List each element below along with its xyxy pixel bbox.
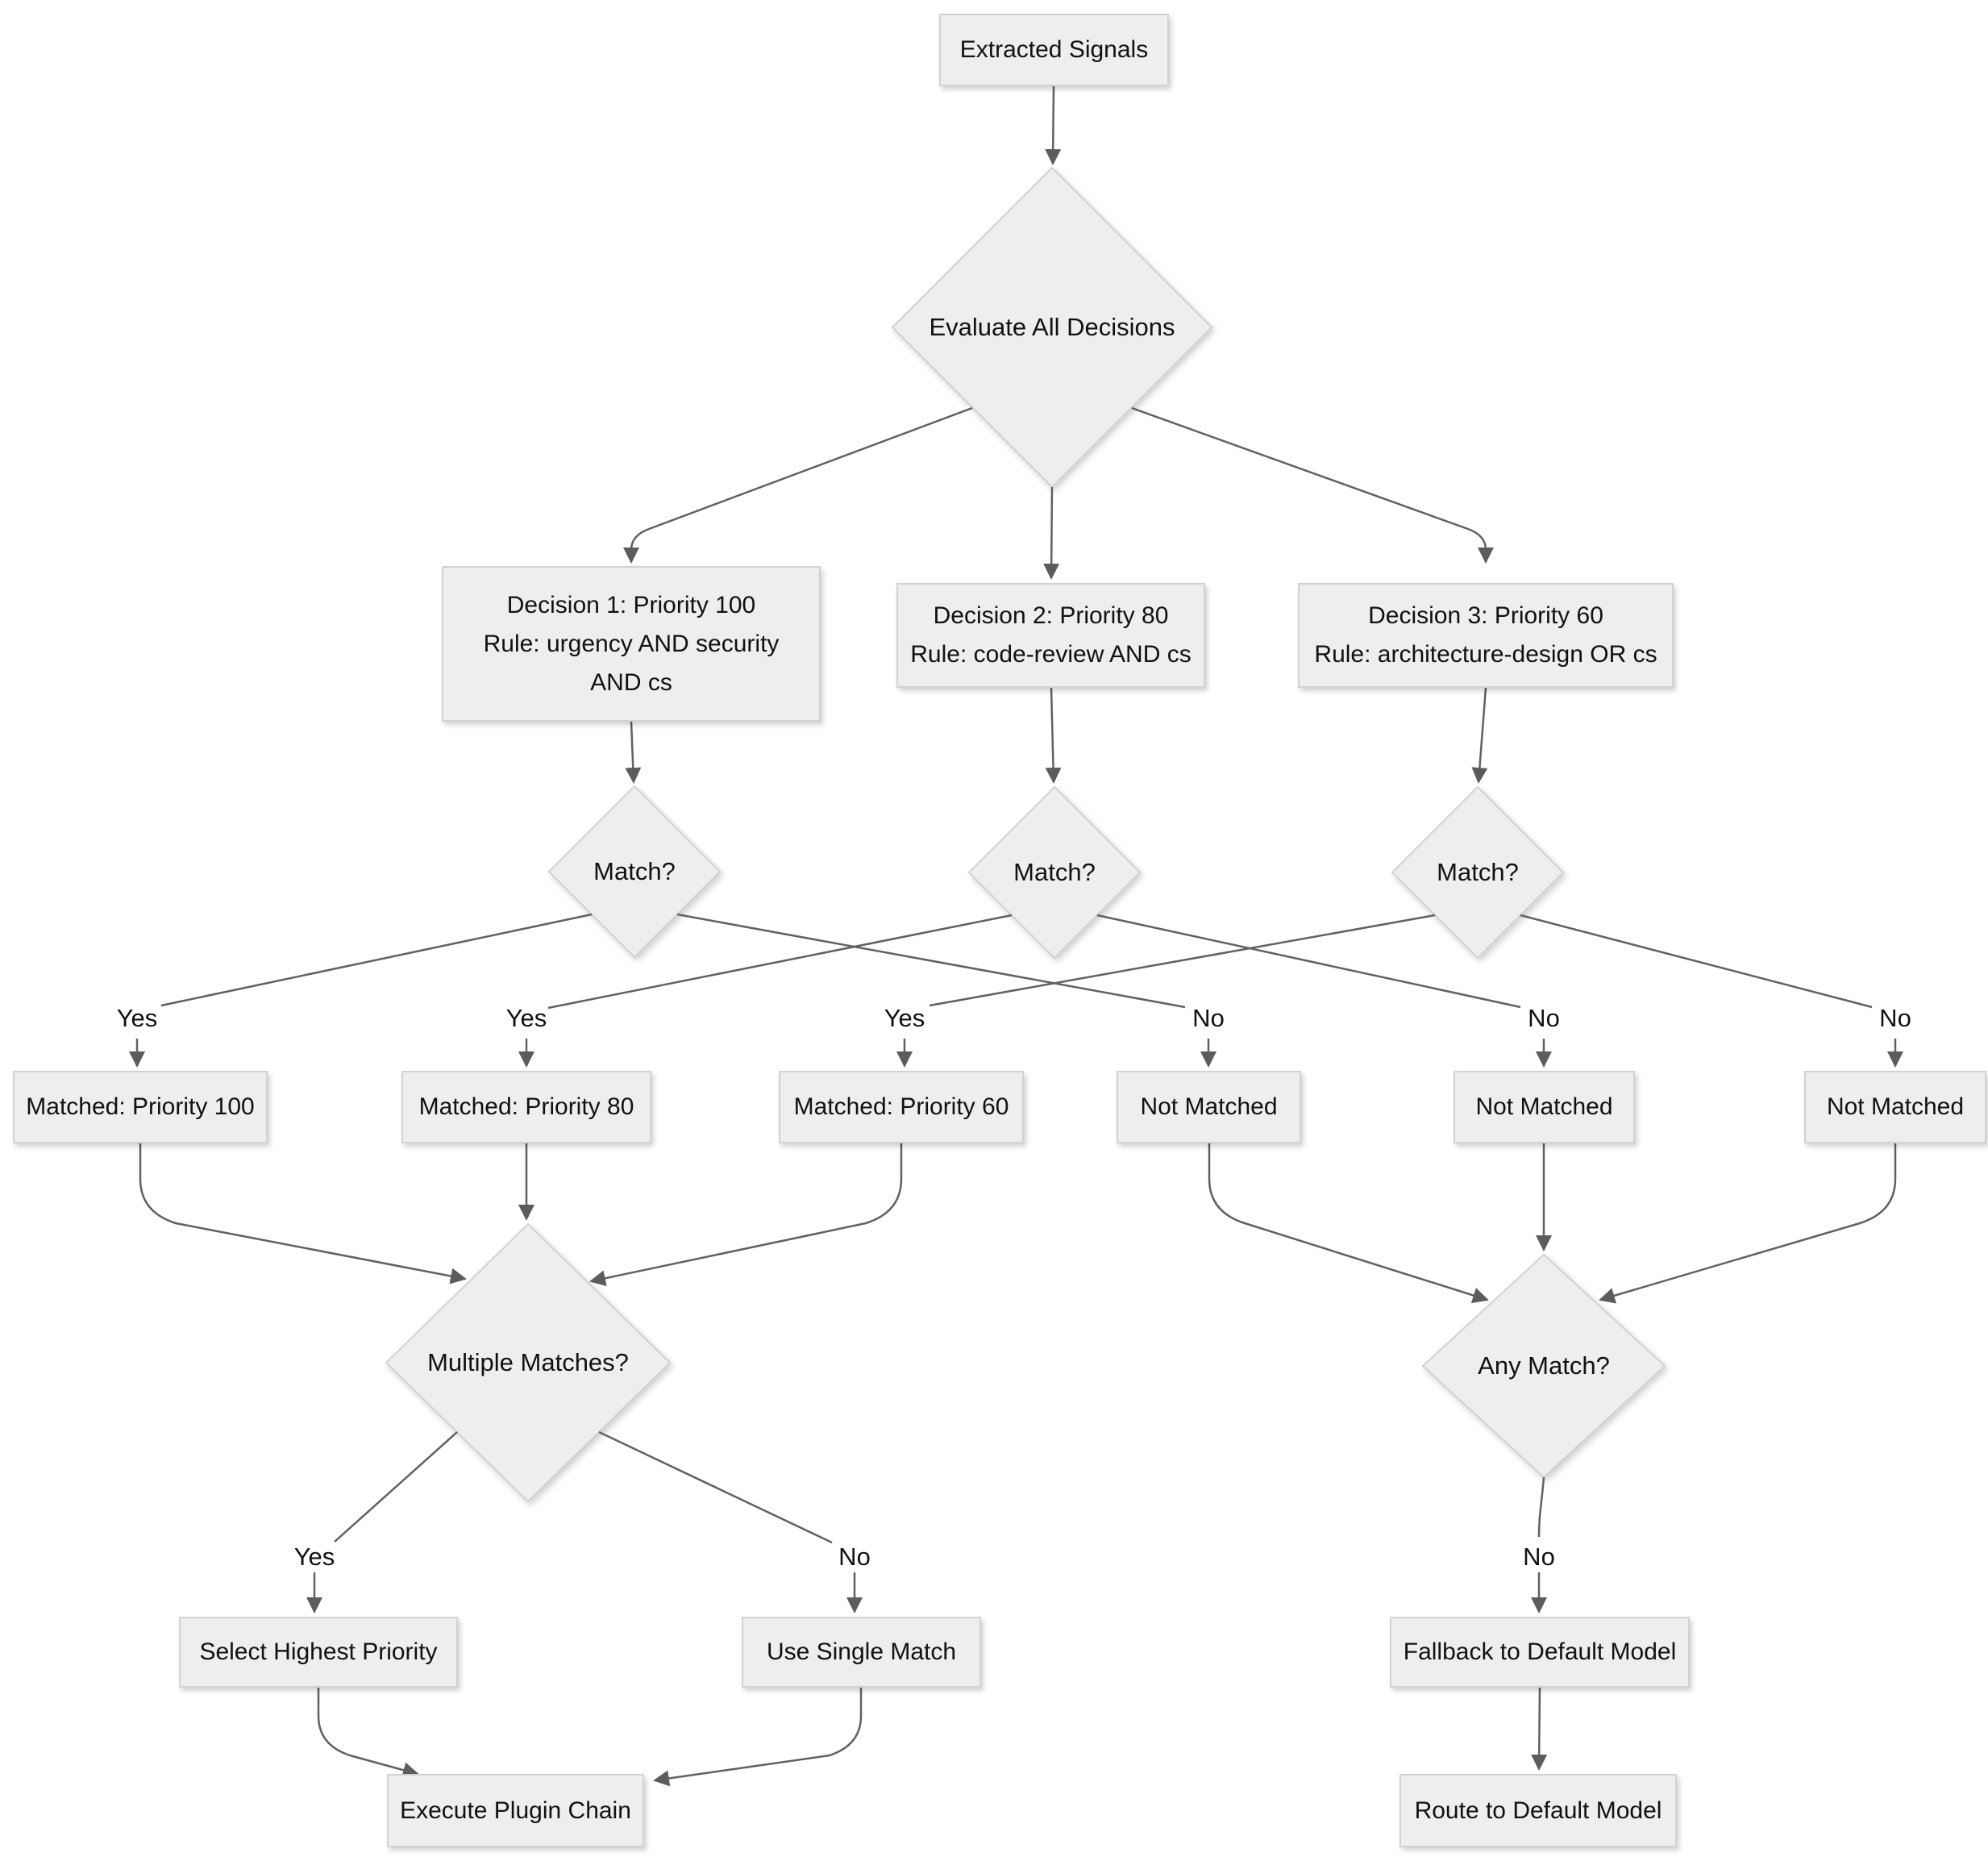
edge-match1-no-line [676, 913, 1186, 1009]
edge-match3-yes-line [929, 914, 1436, 1007]
edge-evaluate-to-decision2 [1043, 486, 1060, 580]
node-not-matched-2: Not Matched [1454, 1071, 1635, 1143]
node-fallback-default-model: Fallback to Default Model [1390, 1617, 1690, 1688]
node-matched-priority-80: Matched: Priority 80 [401, 1071, 651, 1143]
node-label: Matched: Priority 80 [418, 1093, 634, 1120]
node-decision-2: Decision 2: Priority 80 Rule: code-revie… [896, 583, 1205, 688]
node-not-matched-1: Not Matched [1117, 1071, 1301, 1143]
node-label-line: AND cs [590, 668, 672, 696]
edge-label-match3-no: No [1879, 1004, 1911, 1032]
node-decision-3: Decision 3: Priority 60 Rule: architectu… [1298, 583, 1674, 688]
edge-match2-no-line [1096, 914, 1521, 1009]
node-label: Not Matched [1140, 1093, 1278, 1120]
node-label: Matched: Priority 60 [793, 1093, 1009, 1120]
node-label-line: Rule: code-review AND cs [910, 641, 1192, 668]
edge-label-match2-no: No [1528, 1004, 1560, 1032]
node-label: Not Matched [1826, 1093, 1965, 1120]
node-execute-plugin-chain: Execute Plugin Chain [387, 1774, 644, 1847]
edge-evaluate-to-decision1 [623, 406, 973, 564]
edge-decision2-to-match2 [1045, 687, 1062, 784]
edge-notmatched1-to-anymatch [1208, 1143, 1489, 1304]
edge-decision1-to-match1 [625, 721, 642, 784]
edge-label-multiple-no: No [838, 1543, 871, 1571]
edge-anymatch-no-line [1537, 1476, 1545, 1538]
edge-fallback-to-route [1531, 1687, 1548, 1771]
node-extracted-signals: Extracted Signals [939, 14, 1169, 86]
edge-matched100-to-multiple [139, 1143, 467, 1284]
node-matched-priority-100: Matched: Priority 100 [13, 1071, 268, 1143]
label-match-2: Match? [1013, 858, 1096, 886]
node-label: Use Single Match [766, 1638, 957, 1665]
node-decision-1: Decision 1: Priority 100 Rule: urgency A… [442, 566, 821, 722]
edge-single-to-execute [653, 1688, 863, 1787]
node-label: Route to Default Model [1414, 1797, 1662, 1824]
edge-match1-yes-line [160, 913, 593, 1007]
node-label: Select Highest Priority [199, 1638, 438, 1665]
node-label: Execute Plugin Chain [400, 1797, 631, 1824]
label-any-match: Any Match? [1478, 1351, 1610, 1380]
node-label: Fallback to Default Model [1403, 1638, 1677, 1665]
node-use-single-match: Use Single Match [742, 1617, 981, 1688]
edge-matched60-to-multiple [589, 1143, 903, 1287]
edge-label-match3-yes: Yes [884, 1004, 925, 1032]
edge-match3-no-line [1520, 914, 1873, 1009]
node-label-line: Rule: architecture-design OR cs [1314, 641, 1657, 668]
node-label-line: Decision 3: Priority 60 [1368, 602, 1603, 629]
edge-multiple-no-line [598, 1430, 833, 1544]
edge-notmatched3-to-anymatch [1599, 1143, 1897, 1304]
node-route-default-model: Route to Default Model [1400, 1774, 1677, 1847]
label-evaluate-all-decisions: Evaluate All Decisions [929, 313, 1175, 341]
node-label-line: Decision 2: Priority 80 [933, 602, 1169, 629]
node-label: Not Matched [1475, 1093, 1613, 1120]
node-select-highest-priority: Select Highest Priority [179, 1617, 458, 1688]
edge-label-multiple-yes: Yes [293, 1543, 335, 1571]
node-label-line: Decision 1: Priority 100 [506, 591, 756, 618]
edge-evaluate-to-decision3 [1131, 406, 1494, 564]
label-multiple-matches: Multiple Matches? [427, 1348, 629, 1376]
edge-decision3-to-match3 [1471, 687, 1488, 784]
edge-label-match1-yes: Yes [116, 1004, 158, 1032]
edge-multiple-yes-line [334, 1431, 458, 1543]
node-label-line: Rule: urgency AND security [483, 630, 780, 657]
label-match-3: Match? [1437, 858, 1519, 886]
label-match-1: Match? [593, 857, 676, 885]
edge-match2-yes-line [547, 914, 1013, 1010]
edge-signals-to-evaluate [1045, 85, 1062, 165]
node-label: Extracted Signals [959, 36, 1149, 63]
edge-label-match2-yes: Yes [505, 1004, 547, 1032]
edge-select-to-execute [317, 1688, 419, 1778]
node-matched-priority-60: Matched: Priority 60 [779, 1071, 1024, 1143]
node-label: Matched: Priority 100 [26, 1093, 255, 1120]
node-not-matched-3: Not Matched [1804, 1071, 1986, 1143]
edge-label-anymatch-no: No [1523, 1543, 1555, 1571]
edge-label-match1-no: No [1192, 1004, 1225, 1032]
